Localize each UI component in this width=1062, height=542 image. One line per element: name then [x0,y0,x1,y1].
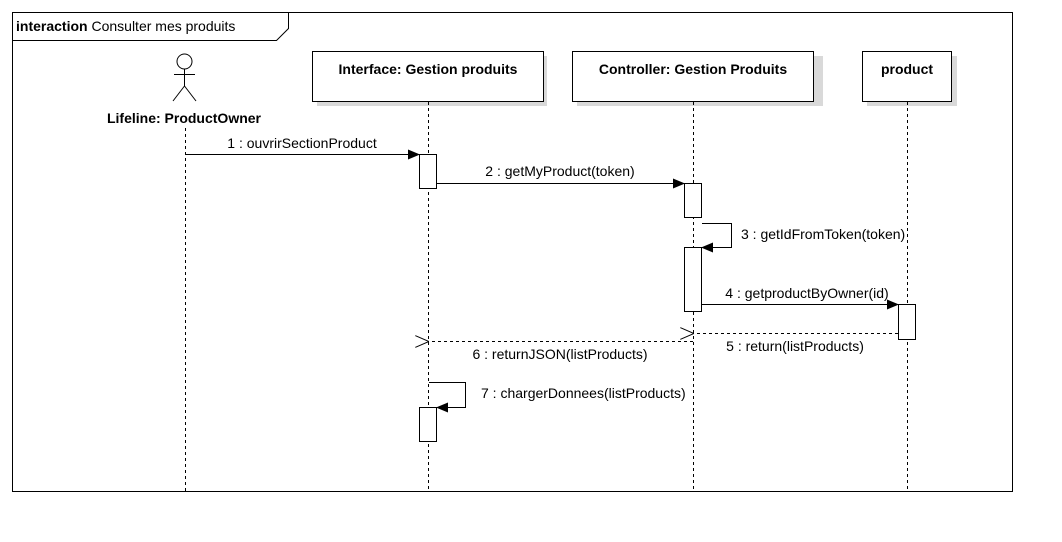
actor-label: Lifeline: ProductOwner [107,110,262,126]
lifeline-label-interface: Interface: Gestion produits [339,61,518,77]
message-label-4: 4 : getproductByOwner(id) [725,285,888,301]
actor-icon [172,53,197,102]
frame-title: interaction Consulter mes produits [16,18,235,34]
message-arrow-7 [429,382,466,413]
message-label-1: 1 : ouvrirSectionProduct [227,135,377,151]
activation-bar [684,183,702,218]
lifeline-label-product: product [881,61,933,77]
activation-bar [419,154,437,189]
activation-bar [898,304,916,340]
messages [186,149,899,413]
message-arrow-3 [701,223,732,253]
activation-bar [684,247,702,312]
activation-bar [419,407,437,442]
message-label-2: 2 : getMyProduct(token) [485,163,634,179]
message-label-5: 5 : return(listProducts) [726,338,864,354]
message-label-7: 7 : chargerDonnees(listProducts) [481,385,686,401]
lifeline-heads: Interface: Gestion produits Controller: … [312,51,957,106]
lifeline-label-controller: Controller: Gestion Produits [599,61,787,77]
message-label-3: 3 : getIdFromToken(token) [741,226,905,242]
activation-bars [419,154,916,442]
message-label-6: 6 : returnJSON(listProducts) [472,346,647,362]
